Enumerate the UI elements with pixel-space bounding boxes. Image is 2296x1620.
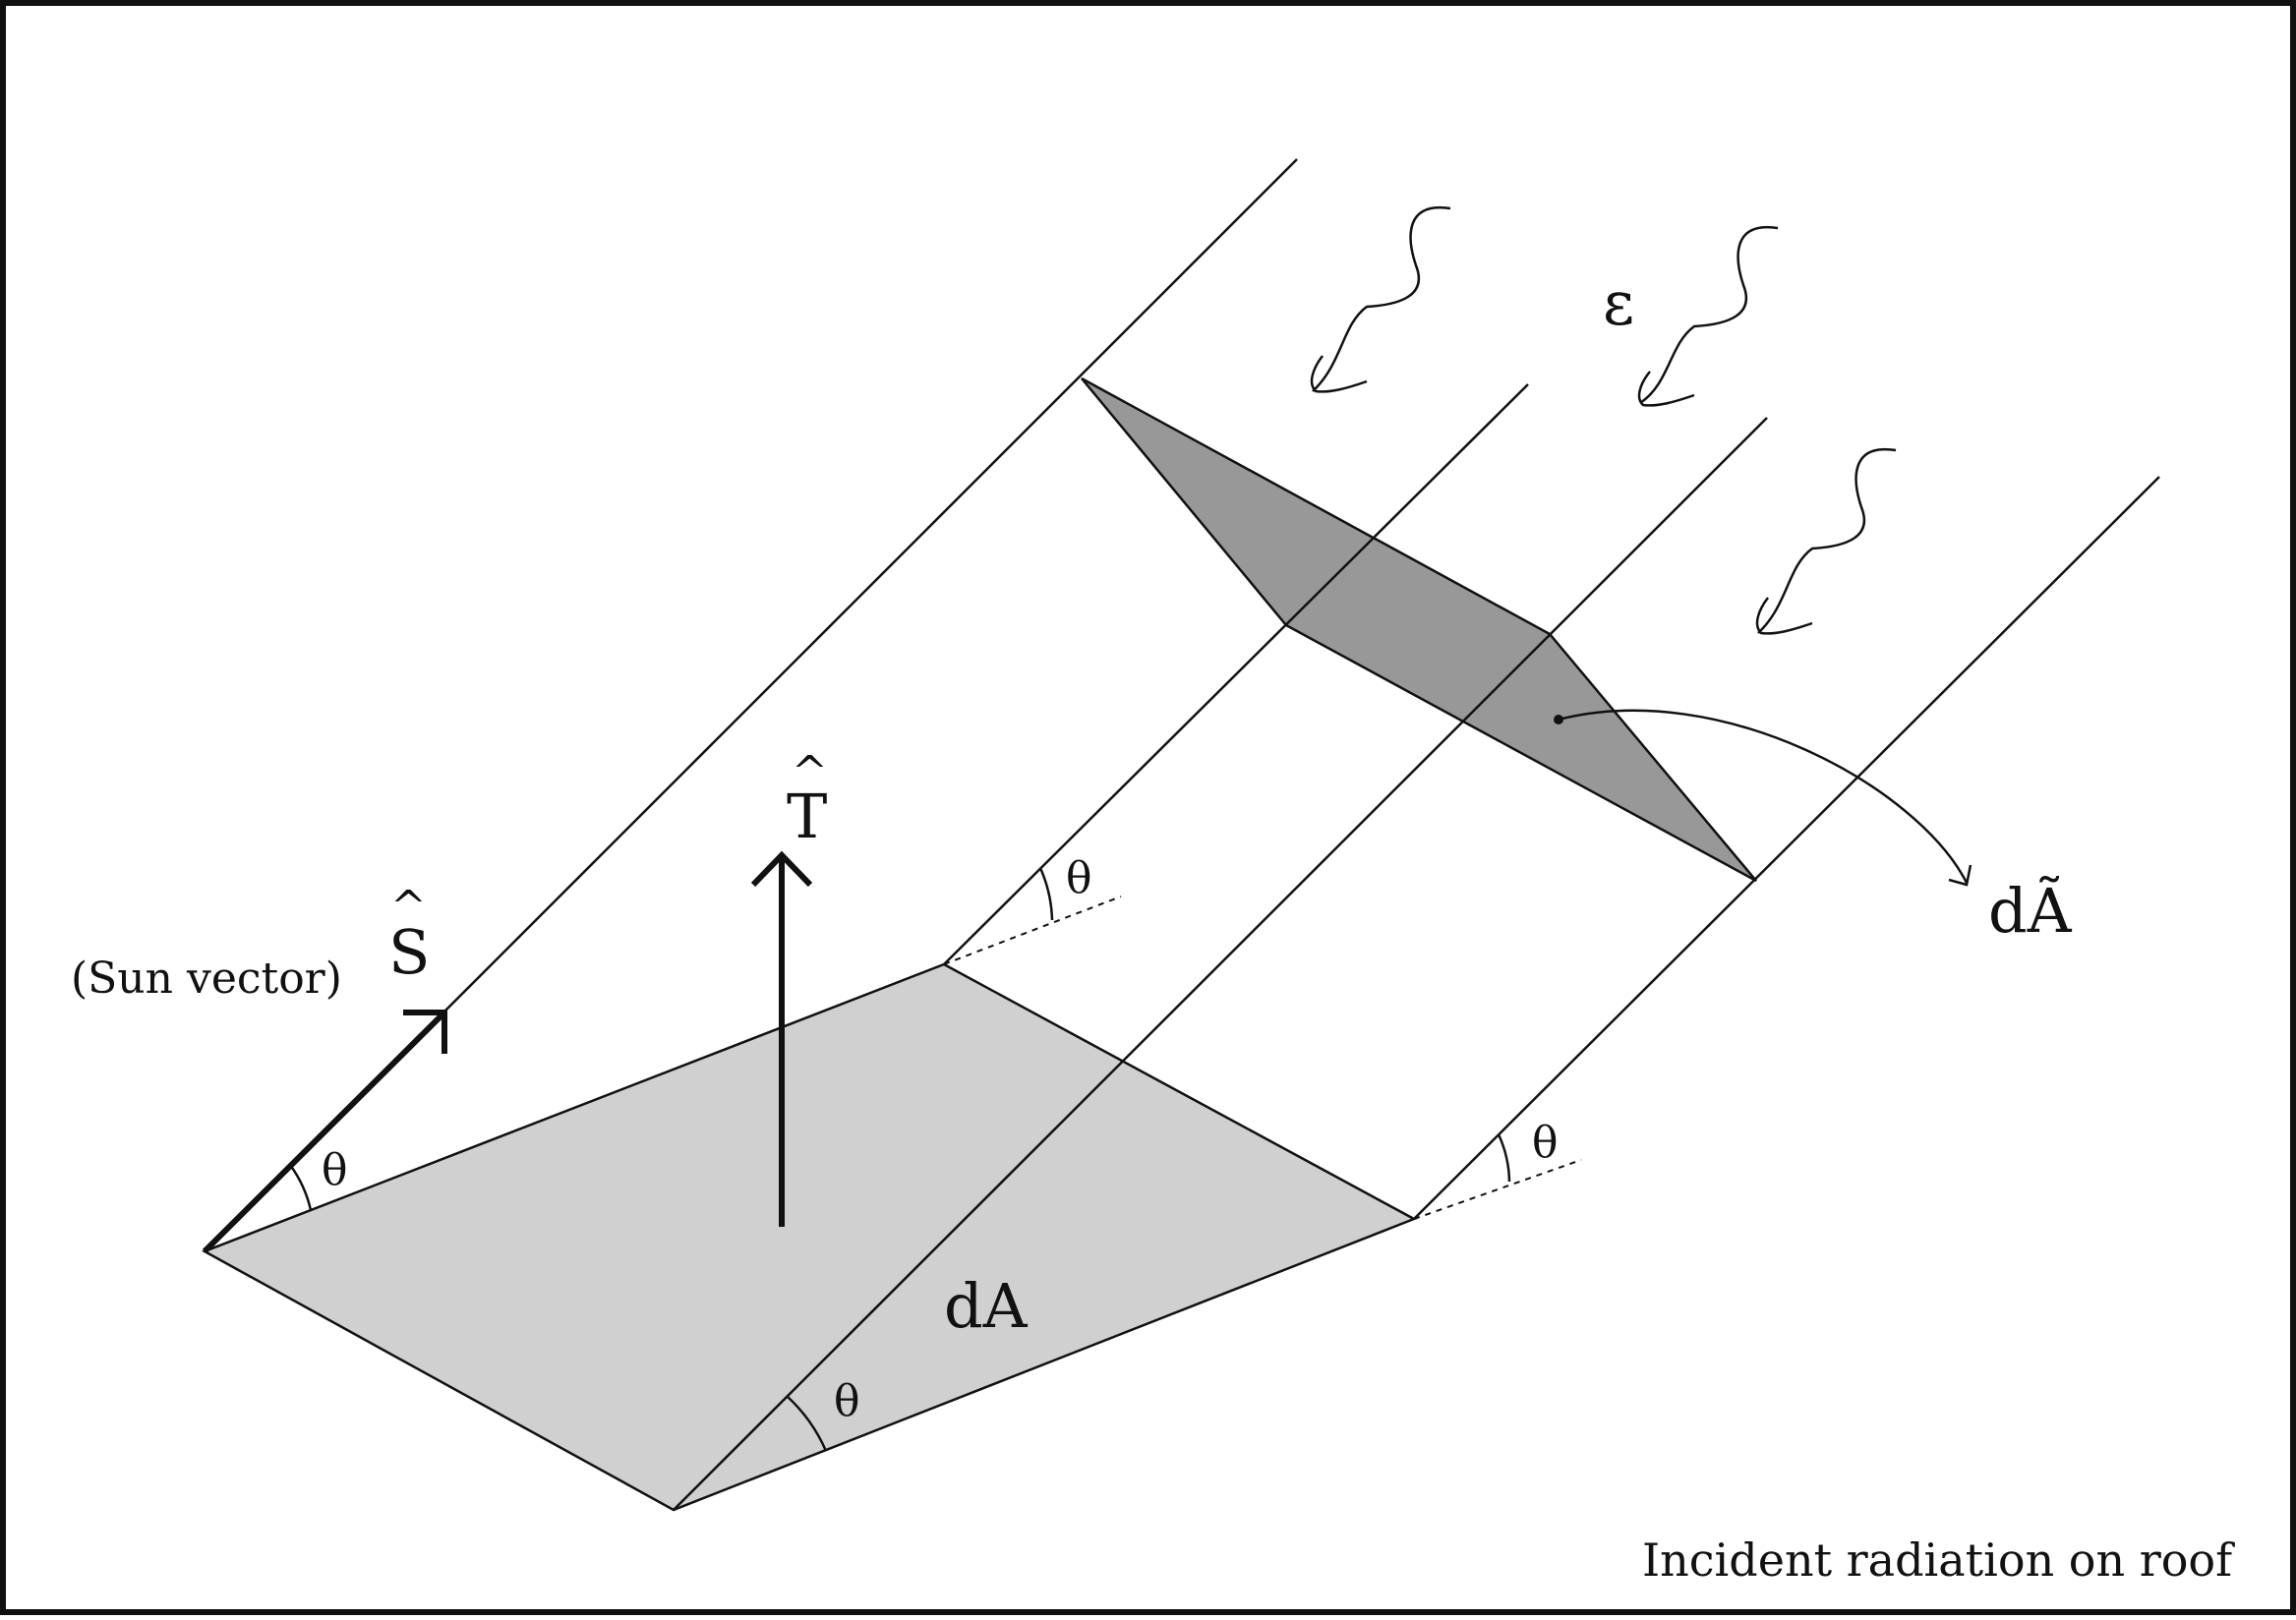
normal-vector-arrowhead	[750, 850, 813, 888]
reference-dash-lower	[1413, 1159, 1582, 1220]
t-hat-mark: ^	[792, 747, 828, 797]
sun-vector-arrowhead	[403, 1010, 447, 1054]
pointer-curve	[1558, 709, 1969, 884]
emissivity-label: ε	[1603, 267, 1634, 339]
sun-ray-3	[673, 417, 1768, 1511]
theta-label-upper: θ	[1066, 853, 1092, 903]
roof-surface-dA	[202, 962, 1417, 1512]
projected-area-label: dÃ	[1988, 875, 2073, 947]
theta-label-bottom: θ	[834, 1376, 860, 1426]
theta-arc-bottom	[786, 1395, 828, 1452]
radiation-squiggle-3	[1755, 447, 1897, 635]
theta-label-right: θ	[1532, 1118, 1559, 1168]
radiation-squiggle-1	[1310, 205, 1451, 393]
t-hat-letter: T	[787, 781, 827, 852]
figure-caption: Incident radiation on roof	[1642, 1533, 2235, 1587]
sun-vector-note: (Sun vector)	[71, 954, 342, 1004]
pointer-arrowhead	[1948, 864, 1972, 887]
roof-area-label: dA	[944, 1270, 1029, 1342]
s-hat-mark: ^	[390, 882, 427, 932]
theta-label-sun: θ	[322, 1145, 348, 1195]
sun-vector-arrow	[202, 1010, 447, 1254]
theta-arc-sun	[288, 1164, 313, 1211]
radiation-squiggle-2	[1637, 225, 1779, 407]
theta-arc-right	[1497, 1133, 1511, 1183]
theta-arc-upper	[1038, 867, 1054, 921]
reference-dash-upper	[943, 896, 1122, 965]
projected-area-dA-tilde	[1081, 376, 1757, 883]
s-hat-letter: S	[388, 916, 430, 988]
sun-ray-4	[1413, 476, 2160, 1220]
